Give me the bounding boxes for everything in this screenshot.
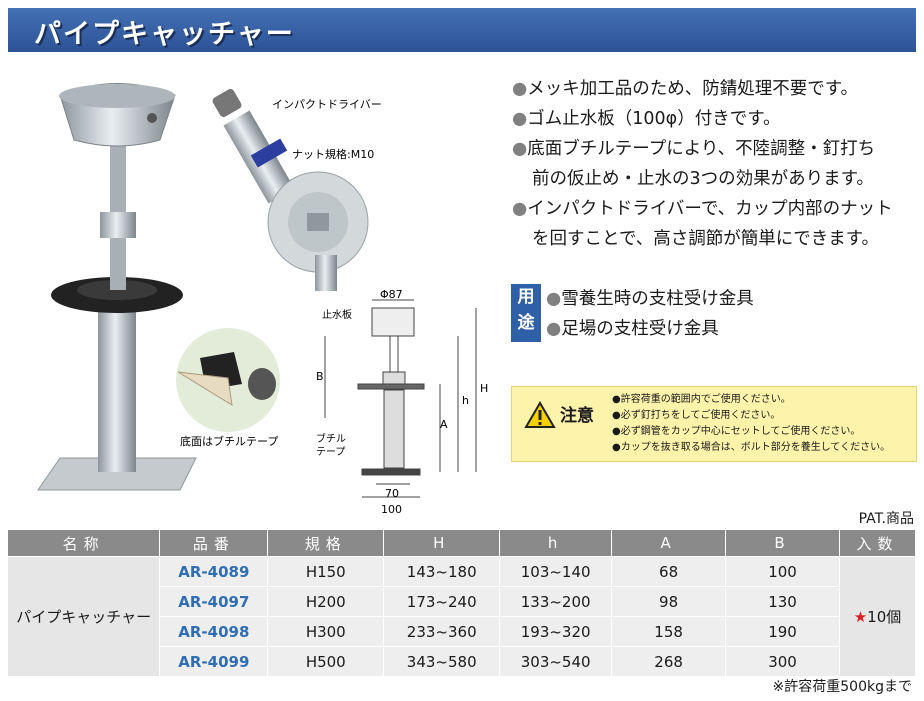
header-name: 名称: [8, 530, 161, 557]
base-plate: [37, 457, 197, 491]
dim-tape-2: テープ: [316, 446, 345, 458]
table-row: AR-4097 H200 173~240 133~200 98 130: [8, 586, 916, 617]
A-cell: 68: [611, 556, 727, 587]
code-cell: AR-4098: [159, 616, 269, 647]
feature-item: ●ゴム止水板（100φ）付きです。: [512, 109, 781, 129]
H-cell: 233~360: [383, 616, 501, 647]
h-cell: 193~320: [499, 616, 613, 647]
spec-cell: H200: [267, 586, 385, 617]
spec-table: 名称 品番 規格 H h A B 入数 パイプキャッチャー AR-4089 H1…: [8, 530, 917, 676]
header-H: H: [383, 530, 501, 557]
table-header-row: 名称 品番 規格 H h A B 入数: [8, 530, 917, 557]
use-item: ●雪養生時の支柱受け金具: [546, 289, 754, 309]
A-cell: 268: [611, 646, 727, 676]
header-A: A: [611, 530, 727, 557]
title-bar: パイプキャッチャー: [8, 8, 916, 52]
caution-item: ●必ず釘打ちをしてご使用ください。: [612, 410, 781, 421]
caution-item: ●カップを抜き取る場合は、ボルト部分を養生してください。: [612, 442, 891, 453]
H-cell: 343~580: [383, 646, 501, 676]
header-code: 品番: [159, 530, 269, 557]
code-cell: AR-4097: [159, 586, 269, 617]
caution-item: ●必ず鋼管をカップ中心にセットしてご使用ください。: [612, 426, 861, 437]
B-cell: 190: [725, 616, 840, 647]
B-cell: 300: [725, 646, 840, 676]
dim-plate: 止水板: [322, 308, 352, 321]
header-spec: 規格: [267, 530, 385, 557]
dim-h-small: h: [462, 394, 469, 407]
feature-item: ●インパクトドライバーで、カップ内部のナット: [512, 199, 893, 219]
feature-item: ●底面ブチルテープにより、不陸調整・釘打ち: [512, 139, 876, 159]
use-item: ●足場の支柱受け金具: [546, 319, 719, 339]
caution-item: ●許容荷重の範囲内でご使用ください。: [612, 394, 791, 405]
feature-item: を回すことで、高さ調節が簡単にできます。: [532, 229, 880, 249]
dim-tape-1: ブチル: [316, 432, 346, 445]
B-cell: 100: [725, 556, 840, 587]
dim-a: A: [440, 418, 448, 431]
dim-phi: Φ87: [380, 288, 403, 301]
spec-cell: H500: [267, 646, 385, 676]
tape-caption: 底面はブチルテープ: [180, 434, 278, 448]
caution-list: ●許容荷重の範囲内でご使用ください。 ●必ず釘打ちをしてご使用ください。 ●必ず…: [612, 392, 890, 456]
spec-cell: H300: [267, 616, 385, 647]
header-B: B: [725, 530, 840, 557]
code-cell: AR-4099: [159, 646, 269, 676]
product-figure: 底面はブチルテープ インパクトドライバー ナット規格:M10 Φ87 止水板 B…: [37, 83, 488, 516]
A-cell: 158: [611, 616, 727, 647]
H-cell: 173~240: [383, 586, 501, 617]
pipe: [98, 300, 136, 472]
caution-label: 注意: [560, 406, 594, 426]
nut-caption: ナット規格:M10: [292, 147, 374, 161]
header-h: h: [499, 530, 613, 557]
page-title: パイプキャッチャー: [34, 19, 295, 50]
header-quantity: 入数: [839, 530, 917, 557]
nut: [100, 212, 136, 238]
table-row: パイプキャッチャー AR-4089 H150 143~180 103~140 6…: [8, 556, 917, 676]
A-cell: 98: [611, 586, 727, 617]
table-row: AR-4099 H500 343~580 303~540 268 300: [8, 646, 916, 676]
star-mark: ★: [853, 608, 868, 626]
h-cell: 103~140: [499, 556, 613, 587]
product-name-cell: パイプキャッチャー: [8, 556, 161, 676]
feature-list: ●メッキ加工品のため、防錆処理不要です。 ●ゴム止水板（100φ）付きです。 ●…: [512, 74, 924, 254]
uses-list: ●雪養生時の支柱受け金具 ●足場の支柱受け金具: [546, 284, 754, 344]
driver-caption: インパクトドライバー: [272, 98, 382, 111]
dim-b: B: [316, 370, 324, 383]
quantity-cell: ★10個: [839, 556, 917, 676]
dim-70: 70: [385, 487, 399, 500]
caution-box: 注意 ●許容荷重の範囲内でご使用ください。 ●必ず釘打ちをしてご使用ください。 …: [511, 386, 917, 462]
technical-drawing: [324, 299, 477, 498]
code-cell: AR-4089: [159, 556, 269, 587]
uses-label: 用途: [511, 284, 541, 342]
dim-h-large: H: [480, 382, 488, 395]
H-cell: 143~180: [383, 556, 501, 587]
B-cell: 130: [725, 586, 840, 617]
dim-100: 100: [381, 503, 402, 516]
table-row: AR-4098 H300 233~360 193~320 158 190: [8, 616, 916, 647]
feature-item: 前の仮止め・止水の3つの効果があります。: [532, 169, 874, 189]
footnote: ※許容荷重500kgまで: [772, 679, 912, 695]
spec-cell: H150: [267, 556, 385, 587]
h-cell: 133~200: [499, 586, 613, 617]
warning-icon: [524, 401, 556, 428]
h-cell: 303~540: [499, 646, 613, 676]
pat-label: PAT.商品: [858, 511, 914, 527]
feature-item: ●メッキ加工品のため、防錆処理不要です。: [512, 79, 859, 99]
